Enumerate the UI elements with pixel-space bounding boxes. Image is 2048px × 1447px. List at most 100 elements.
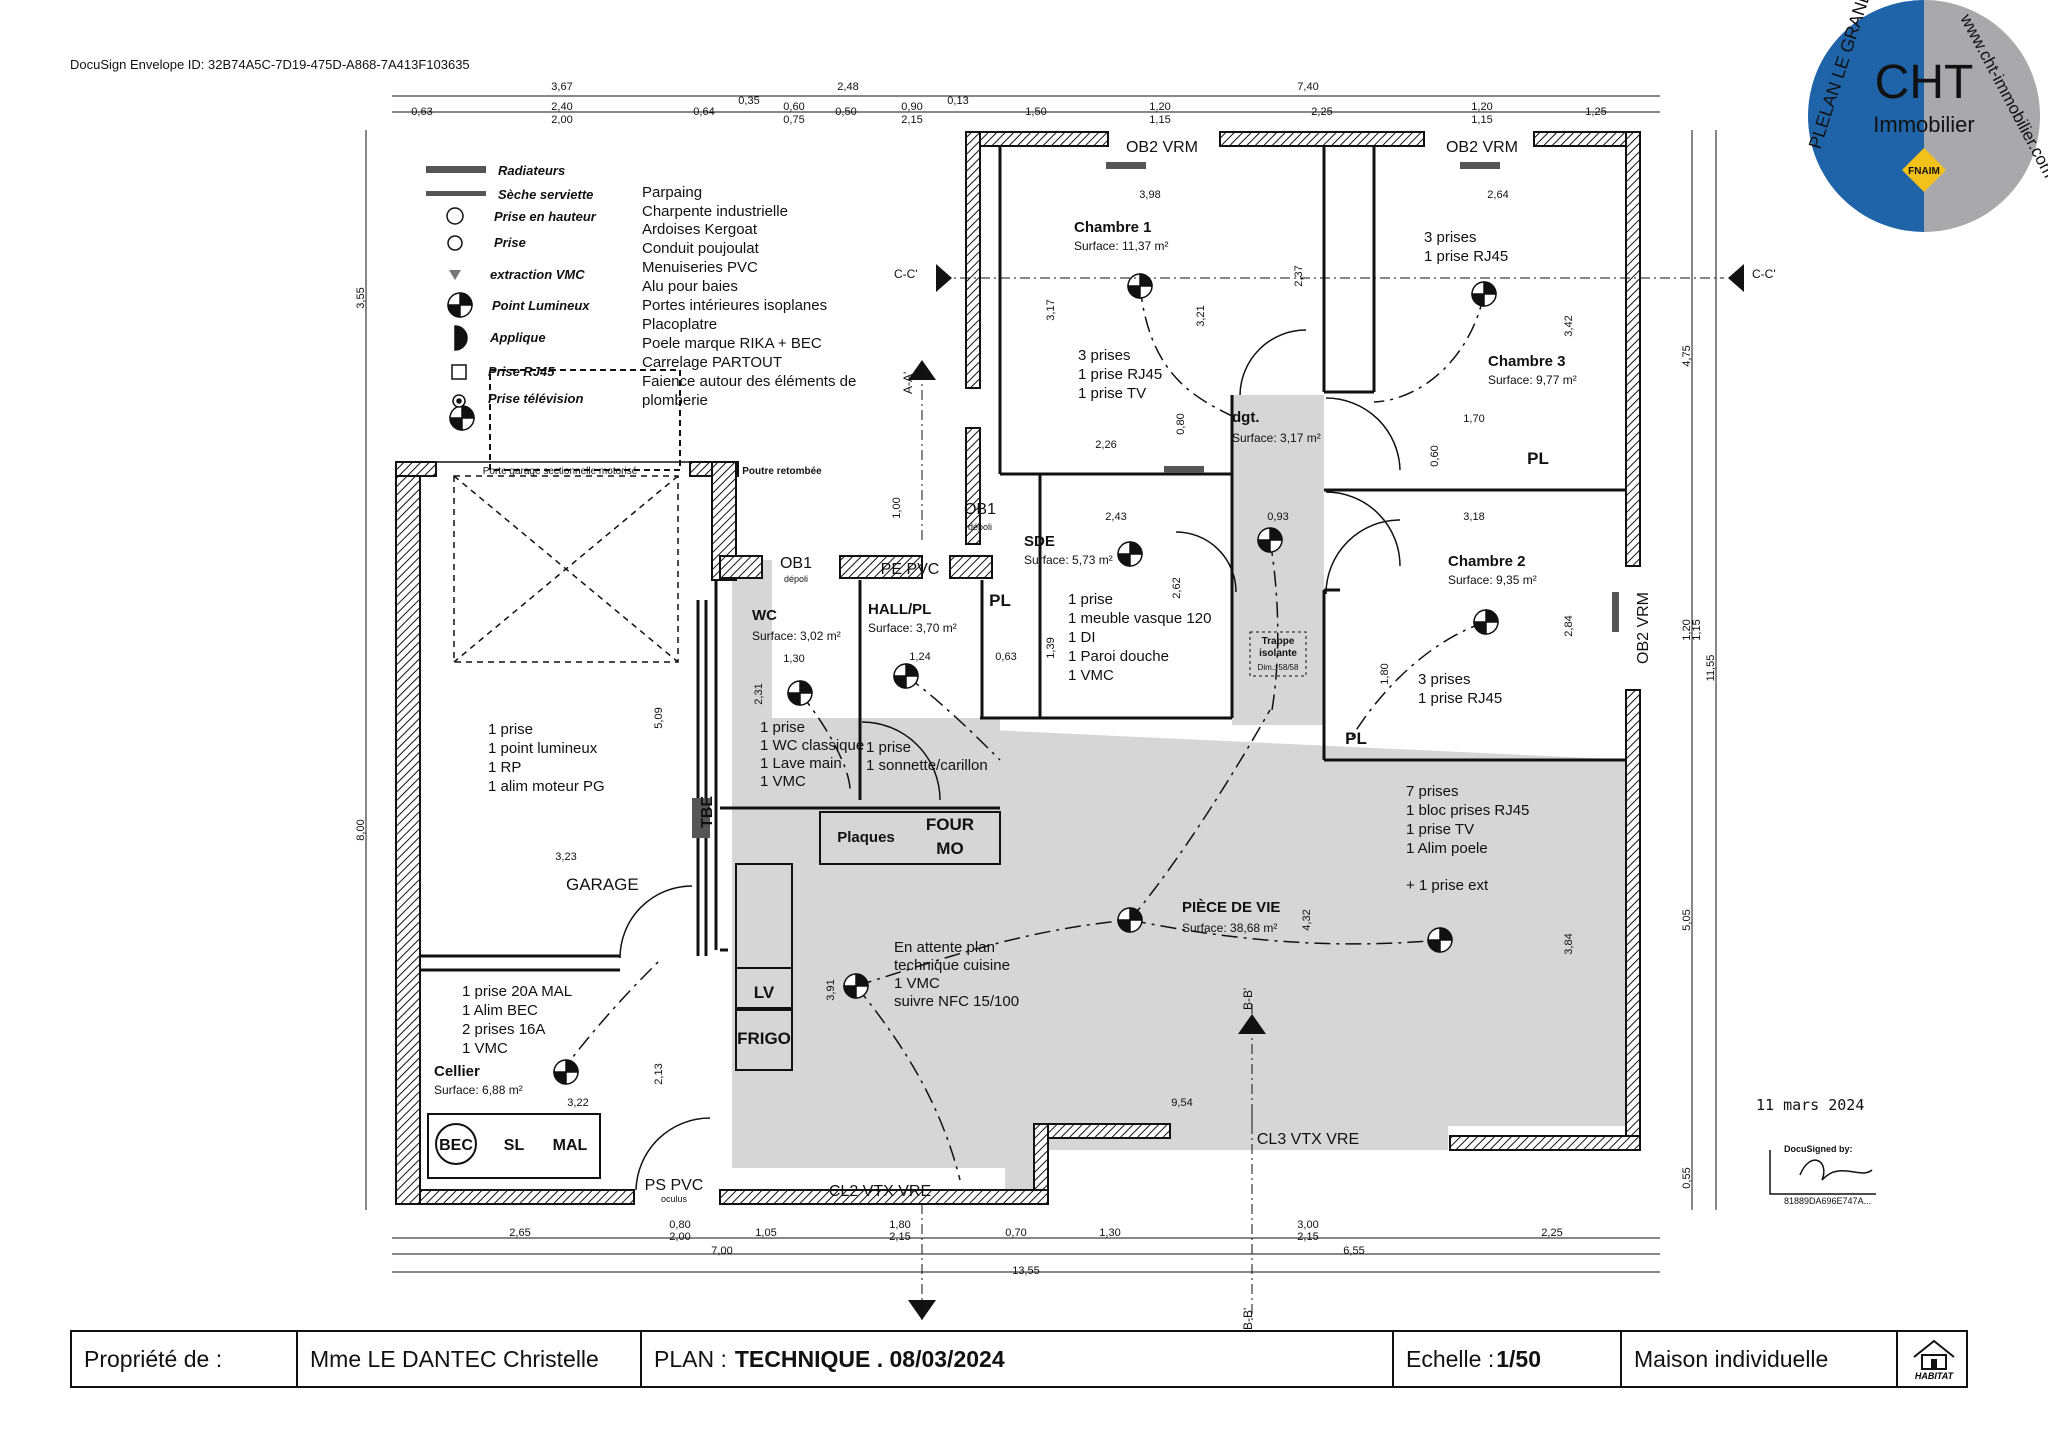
svg-text:1 Paroi douche: 1 Paroi douche bbox=[1068, 648, 1169, 665]
room-chambre2: Chambre 2 Surface: 9,35 m² 3 prises 1 pr… bbox=[1418, 553, 1537, 707]
svg-text:11,55: 11,55 bbox=[1705, 655, 1717, 682]
legend-symbols bbox=[426, 166, 486, 408]
legend-prise: Prise bbox=[494, 235, 526, 250]
svg-text:A-A': A-A' bbox=[901, 372, 915, 394]
svg-text:1 prise 20A MAL: 1 prise 20A MAL bbox=[462, 983, 572, 1000]
legend-prise-rj45: Prise RJ45 bbox=[488, 364, 555, 379]
svg-text:1,20: 1,20 bbox=[1681, 619, 1693, 640]
room-cellier: 1 prise 20A MAL 1 Alim BEC 2 prises 16A … bbox=[434, 983, 572, 1097]
svg-text:2,43: 2,43 bbox=[1105, 511, 1126, 523]
svg-text:B-B': B-B' bbox=[1241, 988, 1255, 1010]
interior-dimensions: 3,98 2,64 3,17 3,21 2,37 3,42 2,26 0,80 … bbox=[555, 189, 1575, 1109]
svg-text:3 prises: 3 prises bbox=[1078, 347, 1131, 364]
svg-text:1 prise TV: 1 prise TV bbox=[1406, 821, 1474, 838]
garage-door-dashed bbox=[420, 461, 712, 663]
svg-text:2,64: 2,64 bbox=[1487, 189, 1508, 201]
logo-brand: CHT bbox=[1875, 56, 1974, 109]
svg-text:5,05: 5,05 bbox=[1681, 909, 1693, 930]
svg-text:2,40: 2,40 bbox=[551, 101, 572, 113]
svg-text:WC: WC bbox=[752, 607, 777, 624]
svg-text:1 VMC: 1 VMC bbox=[894, 975, 940, 992]
svg-text:1,15: 1,15 bbox=[1149, 114, 1170, 126]
opening-labels: OB2 VRM OB2 VRM OB2 VRM OB1 dépoli OB1 d… bbox=[483, 139, 1652, 1204]
svg-text:1 Lave main: 1 Lave main bbox=[760, 755, 842, 772]
room-sde: SDE Surface: 5,73 m² 1 prise 1 meuble va… bbox=[1024, 533, 1211, 684]
svg-text:C-C': C-C' bbox=[1752, 267, 1776, 281]
pl-hall: PL bbox=[989, 591, 1011, 610]
interior-walls bbox=[420, 146, 1626, 972]
svg-text:suivre NFC 15/100: suivre NFC 15/100 bbox=[894, 993, 1019, 1010]
kitchen-blocks bbox=[427, 369, 1001, 1179]
light-points bbox=[449, 273, 1499, 1085]
svg-text:1,30: 1,30 bbox=[1099, 1227, 1120, 1239]
svg-text:1 prise RJ45: 1 prise RJ45 bbox=[1424, 248, 1508, 265]
svg-text:Chambre 3: Chambre 3 bbox=[1488, 353, 1566, 370]
svg-text:1 point lumineux: 1 point lumineux bbox=[488, 740, 598, 757]
svg-text:2,25: 2,25 bbox=[1311, 106, 1332, 118]
svg-text:7,00: 7,00 bbox=[711, 1245, 732, 1257]
svg-text:3,21: 3,21 bbox=[1195, 305, 1207, 326]
svg-text:1,05: 1,05 bbox=[755, 1227, 776, 1239]
svg-text:3,23: 3,23 bbox=[555, 851, 576, 863]
trappe-label: Trappe bbox=[1262, 636, 1295, 647]
svg-text:1 prise: 1 prise bbox=[760, 719, 805, 736]
svg-text:2,26: 2,26 bbox=[1095, 439, 1116, 451]
spec-item: Faience autour des éléments de bbox=[642, 373, 856, 390]
wiring-lines bbox=[559, 285, 1487, 1181]
svg-text:3,22: 3,22 bbox=[567, 1097, 588, 1109]
svg-text:7,40: 7,40 bbox=[1297, 81, 1318, 93]
svg-text:1 Alim BEC: 1 Alim BEC bbox=[462, 1002, 538, 1019]
window-ob2-ch2: OB2 VRM bbox=[1635, 592, 1652, 664]
mo-label: MO bbox=[936, 839, 963, 858]
svg-text:0,63: 0,63 bbox=[995, 651, 1016, 663]
side-dimensions: 3,55 8,00 4,75 1,20 1,15 11,55 5,05 0,55 bbox=[355, 287, 1717, 1188]
svg-text:3,42: 3,42 bbox=[1563, 315, 1575, 336]
svg-text:0,80: 0,80 bbox=[1175, 413, 1187, 434]
logo-badge: FNAIM bbox=[1908, 166, 1940, 177]
svg-text:2,00: 2,00 bbox=[669, 1231, 690, 1243]
svg-text:Surface: 3,02 m²: Surface: 3,02 m² bbox=[752, 629, 841, 643]
svg-text:1 VMC: 1 VMC bbox=[1068, 667, 1114, 684]
habitat-logo-cell: HABITAT bbox=[1898, 1332, 1966, 1386]
svg-text:1,20: 1,20 bbox=[1149, 101, 1170, 113]
legend-seche-serviette: Sèche serviette bbox=[498, 187, 593, 202]
lv-label: LV bbox=[754, 983, 775, 1002]
spec-item: Ardoises Kergoat bbox=[642, 221, 758, 238]
svg-text:3,84: 3,84 bbox=[1563, 933, 1575, 954]
svg-text:13,55: 13,55 bbox=[1012, 1265, 1040, 1277]
svg-text:5,09: 5,09 bbox=[653, 707, 665, 728]
svg-text:1 VMC: 1 VMC bbox=[462, 1040, 508, 1057]
plan-cell: PLAN : TECHNIQUE . 08/03/2024 bbox=[642, 1332, 1394, 1386]
svg-text:Surface: 5,73 m²: Surface: 5,73 m² bbox=[1024, 553, 1113, 567]
owner-name: Mme LE DANTEC Christelle bbox=[310, 1345, 599, 1372]
svg-text:0,13: 0,13 bbox=[947, 95, 968, 107]
svg-text:3,17: 3,17 bbox=[1045, 299, 1057, 320]
room-hall: HALL/PL Surface: 3,70 m² 1 prise 1 sonne… bbox=[866, 601, 988, 774]
spec-item: Menuiseries PVC bbox=[642, 259, 758, 276]
svg-text:1 VMC: 1 VMC bbox=[760, 773, 806, 790]
svg-text:0,60: 0,60 bbox=[1429, 445, 1441, 466]
owner-label-cell: Propriété de : bbox=[72, 1332, 298, 1386]
svg-text:1,15: 1,15 bbox=[1691, 619, 1703, 640]
specifications-list: Parpaing Charpente industrielle Ardoises… bbox=[642, 184, 856, 409]
svg-text:1 alim moteur PG: 1 alim moteur PG bbox=[488, 778, 605, 795]
window-ob1-wc-depoli: dépoli bbox=[784, 574, 808, 584]
plan-label: PLAN : bbox=[654, 1345, 727, 1372]
svg-text:1,24: 1,24 bbox=[909, 651, 930, 663]
svg-text:2,15: 2,15 bbox=[889, 1231, 910, 1243]
svg-text:0,35: 0,35 bbox=[738, 95, 759, 107]
tbe-label: TBE bbox=[699, 796, 716, 828]
legend-radiateurs: Radiateurs bbox=[498, 163, 565, 178]
svg-text:2,31: 2,31 bbox=[753, 683, 765, 704]
frigo-label: FRIGO bbox=[737, 1029, 791, 1048]
house-type: Maison individuelle bbox=[1634, 1345, 1829, 1372]
window-cl3: CL3 VTX VRE bbox=[1257, 1131, 1359, 1148]
svg-text:+ 1 prise ext: + 1 prise ext bbox=[1406, 877, 1489, 894]
svg-text:1 sonnette/carillon: 1 sonnette/carillon bbox=[866, 757, 988, 774]
svg-text:0,93: 0,93 bbox=[1267, 511, 1288, 523]
spec-item: Alu pour baies bbox=[642, 278, 738, 295]
plan-value: TECHNIQUE . 08/03/2024 bbox=[734, 1345, 1005, 1372]
svg-text:2,84: 2,84 bbox=[1563, 615, 1575, 636]
beam-label: Poutre retombée bbox=[742, 466, 822, 477]
spec-item: Conduit poujoulat bbox=[642, 240, 760, 257]
